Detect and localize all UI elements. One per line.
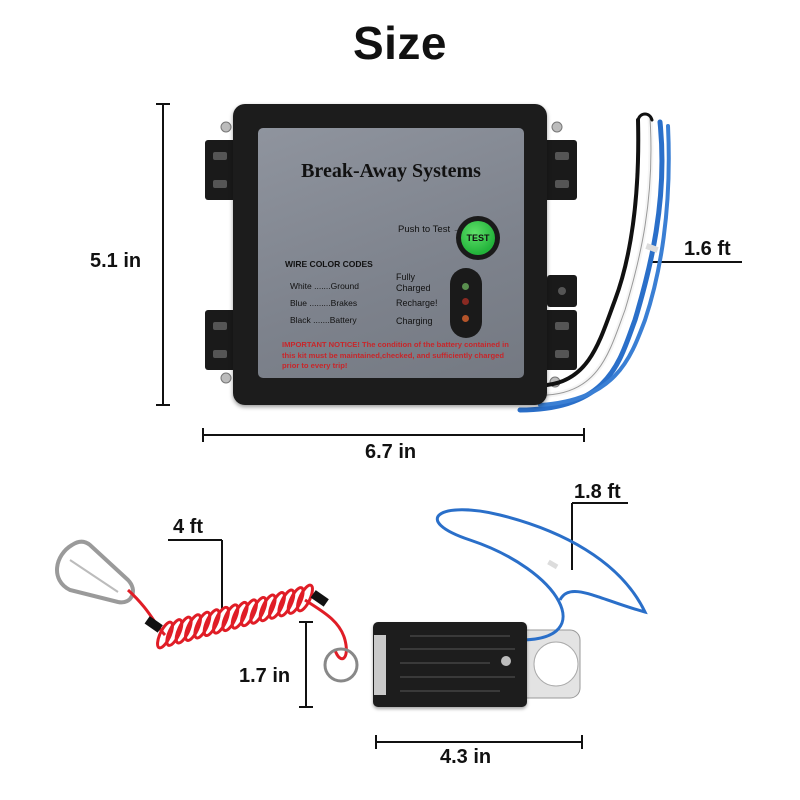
test-button-label: TEST	[461, 221, 495, 255]
cable-length-label: 4 ft	[173, 516, 203, 538]
dimension-lines	[156, 103, 742, 749]
switch-text-line	[400, 690, 500, 692]
wire-code-white: White .......Ground	[290, 281, 359, 291]
small-width-label: 4.3 in	[440, 746, 492, 768]
switch-text-line	[400, 676, 515, 678]
coil-loops	[156, 583, 314, 650]
carabiner	[55, 539, 135, 605]
status-charged: Charged	[396, 283, 431, 293]
wire-code-blue: Blue .........Brakes	[290, 298, 358, 308]
coil-loop	[174, 615, 193, 645]
wire-code-black: Black .......Battery	[290, 315, 357, 325]
test-button[interactable]: TEST	[456, 216, 500, 260]
coil-loop	[240, 598, 258, 628]
main-width-label: 6.7 in	[365, 441, 417, 463]
coil-loop	[277, 588, 296, 618]
important-notice: IMPORTANT NOTICE! The condition of the b…	[282, 340, 509, 370]
coil-loop	[193, 610, 212, 640]
coil-loop	[156, 620, 174, 650]
push-to-test-label: Push to Test →	[398, 224, 462, 235]
status-fully: Fully	[396, 272, 416, 282]
coil-loop	[202, 608, 221, 638]
coil-loop	[165, 618, 184, 647]
cable-tie	[645, 243, 659, 253]
led-red	[462, 298, 469, 305]
main-wires	[517, 112, 671, 413]
switch-rivet	[501, 656, 511, 666]
coiled-cable	[126, 588, 348, 661]
coil-loop	[230, 600, 249, 630]
coil-loop	[212, 605, 230, 635]
switch-text-line	[400, 648, 515, 650]
switch-text-line	[410, 635, 510, 637]
split-ring	[323, 647, 359, 683]
small-wire-length-label: 1.8 ft	[574, 481, 621, 503]
coil-loop	[296, 583, 314, 613]
switch-text-line	[400, 662, 490, 664]
coil-loop	[184, 613, 202, 642]
coil-loop	[268, 591, 286, 620]
bracket-holes	[213, 152, 569, 358]
status-recharge: Recharge!	[396, 298, 438, 308]
wire-codes-title: WIRE COLOR CODES	[285, 259, 373, 269]
brand-label: Break-Away Systems	[301, 160, 481, 182]
coil-loop	[286, 586, 305, 615]
page-title: Size	[352, 17, 448, 69]
small-cable-tie	[547, 559, 559, 570]
small-height-label: 1.7 in	[239, 665, 291, 687]
switch-side-label	[374, 635, 386, 695]
small-box-wire	[435, 508, 648, 642]
main-height-label: 5.1 in	[90, 250, 142, 272]
status-charging: Charging	[396, 316, 433, 326]
led-green	[462, 283, 469, 290]
coil-loop	[249, 595, 268, 625]
coil-loop	[221, 603, 240, 633]
coil-loop	[258, 593, 277, 623]
led-orange	[462, 315, 469, 322]
small-box-bracket	[514, 629, 581, 699]
main-wire-length-label: 1.6 ft	[684, 238, 731, 260]
